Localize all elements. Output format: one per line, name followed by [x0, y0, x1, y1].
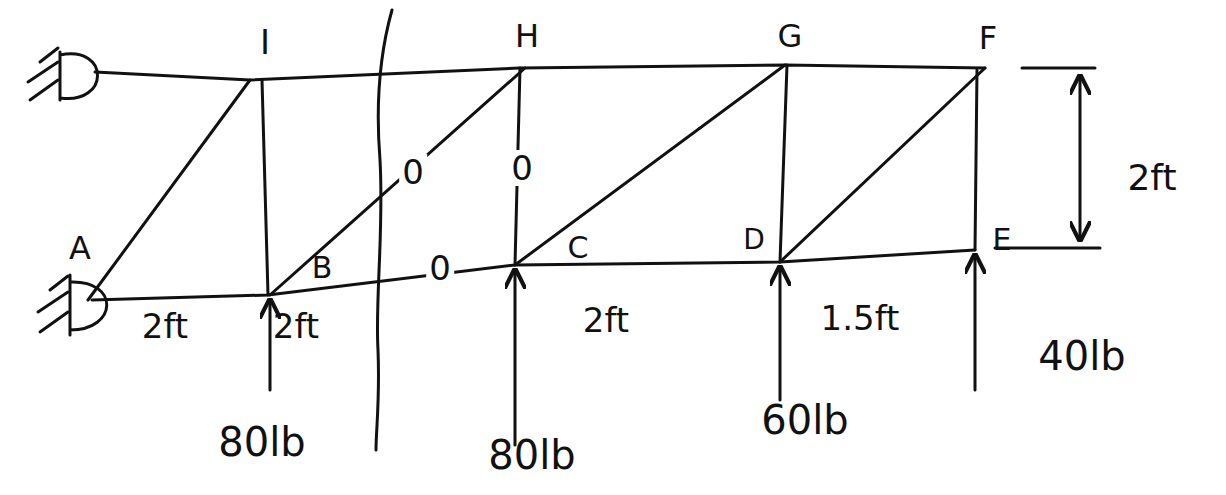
- load-label: 60lb: [758, 399, 851, 441]
- joint-label: I: [257, 24, 273, 60]
- truss-member: [780, 65, 787, 262]
- bottom-chord: [92, 250, 975, 300]
- zero-force-mark: 0: [426, 250, 454, 286]
- support-hatch: [28, 48, 58, 100]
- force-arrow: [974, 255, 977, 390]
- dimension-line: [1079, 76, 1082, 240]
- dimension-label: 2ft: [580, 302, 632, 338]
- pin-support: [60, 52, 98, 100]
- joint-label: A: [66, 231, 94, 265]
- top-chord: [95, 65, 985, 80]
- truss-member: [270, 68, 525, 295]
- joint-label: G: [775, 19, 806, 53]
- load-label: 80lb: [485, 434, 578, 476]
- zero-force-mark: 0: [508, 150, 536, 186]
- dimension-label: 2ft: [139, 308, 191, 344]
- joint-label: H: [512, 19, 542, 53]
- truss-member: [262, 80, 268, 295]
- truss-member: [780, 68, 985, 262]
- truss-member: [975, 70, 977, 250]
- load-label: 40lb: [1035, 335, 1128, 377]
- pin-support: [70, 275, 107, 335]
- dimension-label: 1.5ft: [818, 300, 903, 336]
- truss-member: [515, 65, 785, 265]
- joint-label: E: [990, 224, 1015, 256]
- force-arrow: [269, 300, 272, 390]
- joint-label: F: [976, 21, 1000, 55]
- truss-member: [88, 80, 250, 300]
- joint-label: B: [309, 252, 336, 284]
- section-cut: [376, 10, 392, 450]
- support-hatch: [38, 276, 68, 332]
- force-arrow: [514, 270, 517, 445]
- dimension-label: 2ft: [1124, 159, 1179, 197]
- load-label: 80lb: [215, 421, 308, 463]
- joint-label: C: [565, 232, 592, 264]
- joint-label: D: [740, 225, 768, 255]
- force-arrow: [779, 267, 782, 400]
- zero-force-mark: 0: [399, 154, 427, 190]
- dimension-extension: [995, 68, 1100, 248]
- dimension-label: 2ft: [270, 308, 322, 344]
